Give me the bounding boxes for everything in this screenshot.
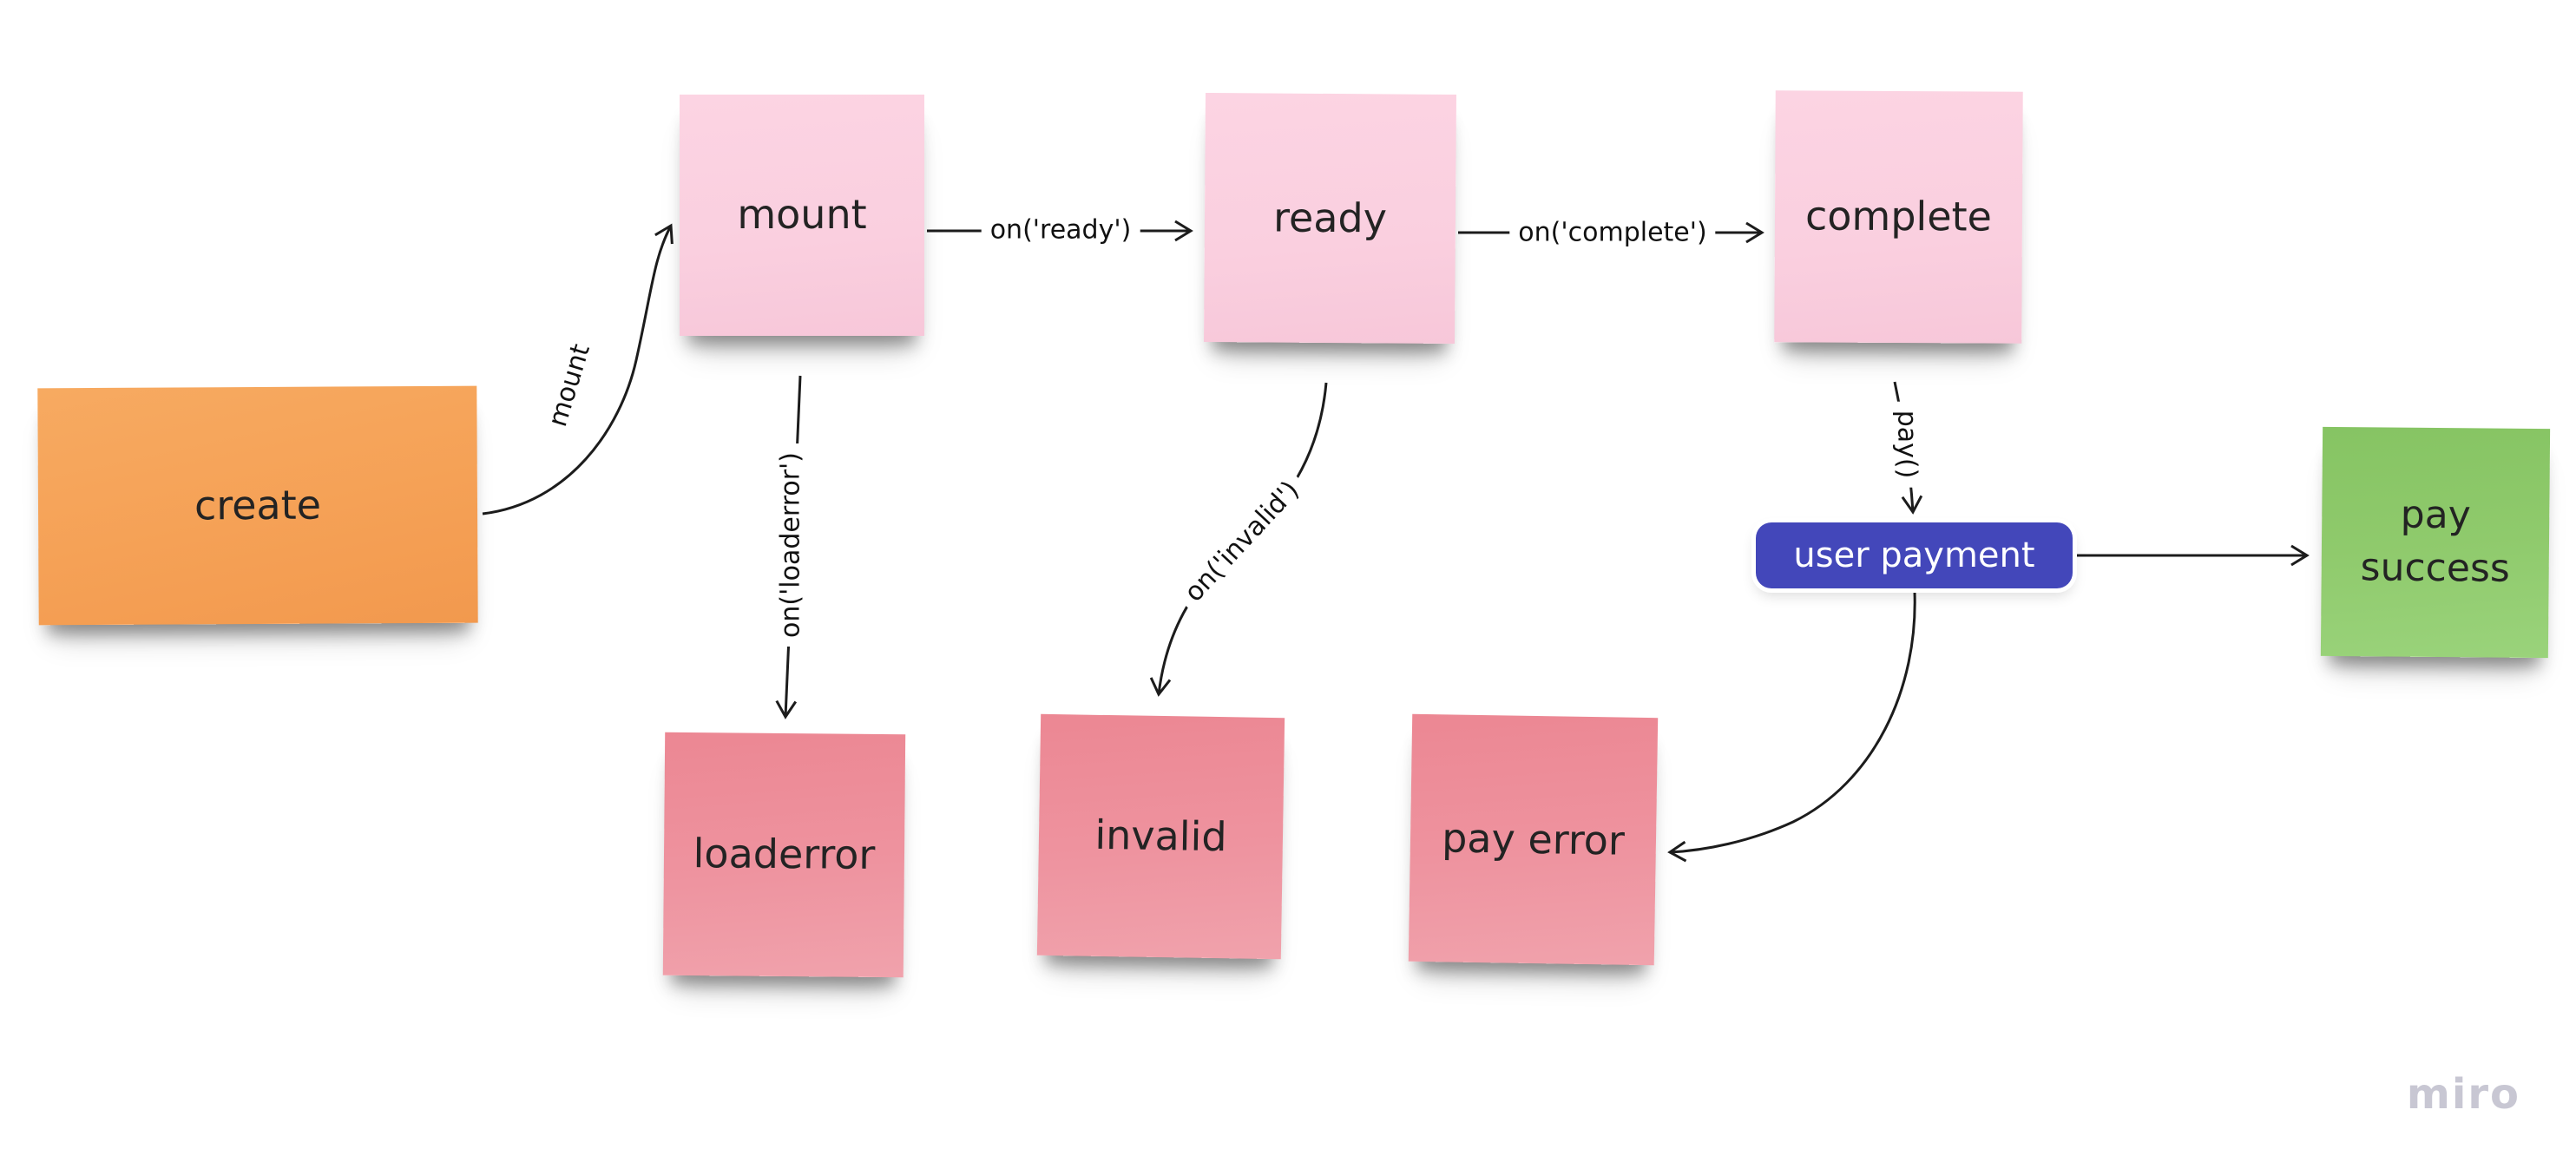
sticky-note-mount[interactable]: mount [680, 95, 924, 336]
connector-user-payment-pay-error[interactable] [1667, 591, 1916, 863]
sticky-note-label: pay error [1441, 814, 1626, 864]
connector-create-mount[interactable] [482, 223, 674, 516]
sticky-note-label: invalid [1094, 811, 1227, 861]
sticky-note-label: ready [1272, 194, 1388, 242]
shape-user-payment[interactable]: user payment [1756, 522, 2073, 588]
sticky-note-label: pay success [2360, 492, 2511, 591]
sticky-note-invalid[interactable]: invalid [1036, 713, 1285, 960]
sticky-note-label: complete [1804, 192, 1993, 240]
sticky-note-loaderror[interactable]: loaderror [662, 732, 906, 978]
sticky-note-pay-success[interactable]: pay success [2320, 426, 2551, 659]
sticky-note-complete[interactable]: complete [1774, 90, 2023, 344]
edge-label-on-loaderror[interactable]: on('loaderror') [772, 443, 810, 647]
sticky-note-label: mount [737, 191, 867, 239]
sticky-note-pay-error[interactable]: pay error [1408, 713, 1659, 966]
sticky-note-label: loaderror [693, 830, 876, 879]
edge-label-on-complete[interactable]: on('complete') [1509, 213, 1716, 252]
edge-label-on-ready[interactable]: on('ready') [981, 211, 1140, 249]
miro-watermark-logo: miro [2406, 1070, 2520, 1119]
sticky-note-ready[interactable]: ready [1204, 92, 1456, 345]
sticky-note-label: create [194, 481, 322, 529]
edge-label-pay[interactable]: pay() [1888, 401, 1926, 488]
shape-label: user payment [1793, 535, 2035, 575]
sticky-note-create[interactable]: create [37, 385, 478, 626]
